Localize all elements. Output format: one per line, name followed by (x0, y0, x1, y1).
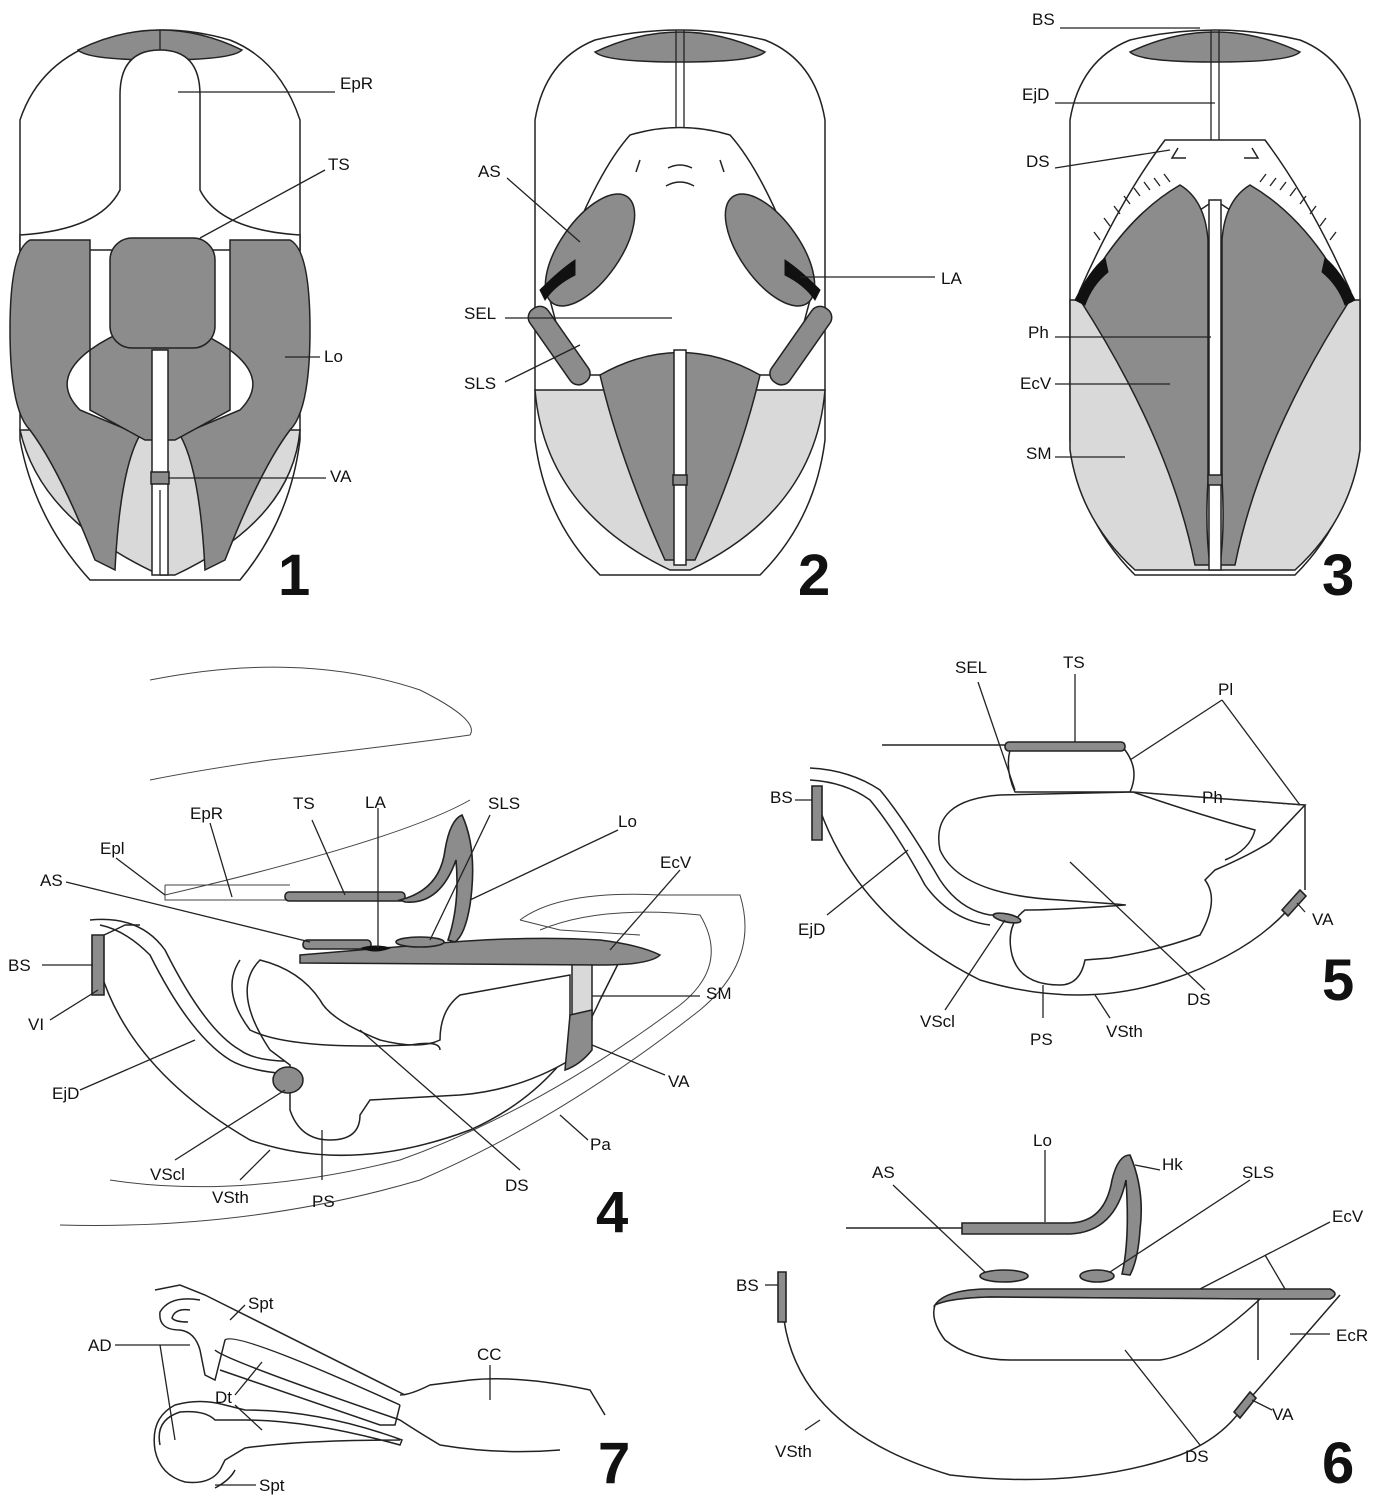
fig6-label-ds: DS (1185, 1447, 1209, 1466)
fig4-label-sls: SLS (488, 794, 520, 813)
fig5-label-sel: SEL (955, 658, 987, 677)
fig5-label-pl: Pl (1218, 680, 1233, 699)
fig2-label-la: LA (941, 269, 962, 288)
fig4-label-vi: VI (28, 1015, 44, 1034)
fig6-label-vsth: VSth (775, 1442, 812, 1461)
fig4-as (303, 940, 371, 949)
fig1-label-ts: TS (328, 155, 350, 174)
fig5-label-ps: PS (1030, 1030, 1053, 1049)
figure-number-1: 1 (278, 543, 310, 608)
fig5-label-vscl: VScl (920, 1012, 955, 1031)
fig6-lo (962, 1155, 1141, 1275)
fig4-label-ds: DS (505, 1176, 529, 1195)
fig1-label-va: VA (330, 467, 352, 486)
figure-6 (778, 1155, 1340, 1480)
fig6-label-ecr: EcR (1336, 1326, 1368, 1345)
fig4-label-la: LA (365, 793, 386, 812)
fig4-bs (92, 935, 104, 995)
figure-7 (154, 1285, 605, 1488)
figure-number-2: 2 (798, 543, 830, 608)
fig4-label-pa: Pa (590, 1135, 611, 1154)
fig2-label-sls: SLS (464, 374, 496, 393)
fig5-label-ds: DS (1187, 990, 1211, 1009)
fig1-va-band (151, 472, 169, 484)
fig5-ds (939, 792, 1305, 985)
figure-number-3: 3 (1322, 543, 1354, 608)
fig6-ds (934, 1297, 1260, 1360)
fig6-as (980, 1270, 1028, 1282)
fig6-label-lo: Lo (1033, 1131, 1052, 1150)
fig5-bs (812, 786, 822, 840)
fig4-lo (400, 815, 473, 942)
fig4-label-as: AS (40, 871, 63, 890)
fig4-label-ts: TS (293, 794, 315, 813)
fig3-label-ejd: EjD (1022, 85, 1049, 104)
fig4-label-bs: BS (8, 956, 31, 975)
figure-number-7: 7 (598, 1431, 630, 1496)
fig4-ts (285, 892, 405, 901)
fig7-spermatheca-top (155, 1285, 405, 1395)
fig5-label-vsth: VSth (1106, 1022, 1143, 1041)
fig4-sls (396, 937, 444, 947)
fig7-label-ad: AD (88, 1336, 112, 1355)
fig5-label-ts: TS (1063, 653, 1085, 672)
fig7-label-cc: CC (477, 1345, 502, 1364)
fig4-label-ps: PS (312, 1192, 335, 1211)
fig3-label-ecv: EcV (1020, 374, 1052, 393)
fig4-va (565, 1010, 592, 1070)
fig6-label-bs: BS (736, 1276, 759, 1295)
fig4-label-sm: SM (706, 984, 732, 1003)
figure-4 (60, 667, 745, 1225)
fig5-va (1282, 890, 1306, 916)
fig4-label-lo: Lo (618, 812, 637, 831)
fig1-label-epr: EpR (340, 74, 373, 93)
fig7-bulb (154, 1402, 402, 1483)
fig3-label-bs: BS (1032, 10, 1055, 29)
fig7-label-spt-bottom: Spt (259, 1476, 285, 1495)
fig4-label-ejd: EjD (52, 1084, 79, 1103)
fig3-label-ph: Ph (1028, 323, 1049, 342)
figure-1 (10, 30, 310, 580)
fig5-label-ph: Ph (1202, 788, 1223, 807)
fig2-label-as: AS (478, 162, 501, 181)
fig4-label-epr: EpR (190, 804, 223, 823)
fig6-bs (778, 1272, 786, 1322)
fig3-label-ds: DS (1026, 152, 1050, 171)
fig6-sls (1080, 1270, 1114, 1282)
fig2-label-sel: SEL (464, 304, 496, 323)
figure-number-5: 5 (1322, 948, 1354, 1013)
fig6-label-sls: SLS (1242, 1163, 1274, 1182)
fig6-va (1234, 1392, 1256, 1418)
figure-number-4: 4 (596, 1180, 628, 1245)
figure-3 (1070, 30, 1360, 575)
fig4-label-va: VA (668, 1072, 690, 1091)
fig4-ds (247, 960, 570, 1140)
fig4-label-vsth: VSth (212, 1188, 249, 1207)
fig5-label-bs: BS (770, 788, 793, 807)
fig3-label-sm: SM (1026, 444, 1052, 463)
fig4-label-vscl: VScl (150, 1165, 185, 1184)
fig1-label-lo: Lo (324, 347, 343, 366)
fig6-label-va: VA (1272, 1405, 1294, 1424)
fig5-pl-tube (1008, 750, 1134, 792)
fig6-label-as: AS (872, 1163, 895, 1182)
fig1-ts (110, 238, 215, 348)
fig5-label-ejd: EjD (798, 920, 825, 939)
fig6-label-hk: Hk (1162, 1155, 1183, 1174)
figure-2 (524, 30, 835, 575)
fig6-label-ecv: EcV (1332, 1207, 1364, 1226)
fig5-vscl (992, 911, 1021, 925)
fig7-label-spt-top: Spt (248, 1294, 274, 1313)
figure-number-6: 6 (1322, 1431, 1354, 1496)
fig4-label-ecv: EcV (660, 853, 692, 872)
fig4-vscl (273, 1067, 303, 1093)
fig7-label-dt: Dt (215, 1388, 232, 1407)
fig5-ts (1005, 742, 1125, 751)
fig5-label-va: VA (1312, 910, 1334, 929)
fig4-label-epl: Epl (100, 839, 125, 858)
